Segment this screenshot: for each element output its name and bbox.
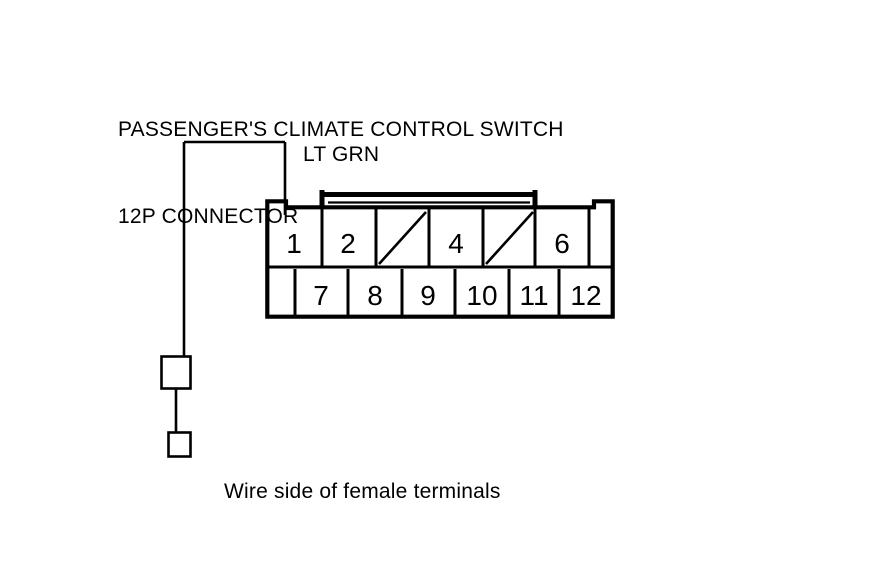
terminal-box-small (167, 431, 192, 458)
cavity-number-12: 12 (570, 280, 601, 311)
cavity-row-bottom: 7 8 9 10 11 12 (293, 269, 602, 315)
connector-outer-shell (265, 199, 615, 319)
diagram-caption: Wire side of female terminals (224, 480, 501, 503)
cavity-number-8: 8 (367, 280, 383, 311)
blocked-cavity-slash-5 (485, 211, 534, 265)
cavity-number-10: 10 (466, 280, 497, 311)
cavity-number-6: 6 (554, 228, 570, 259)
terminal-box-large (160, 355, 192, 390)
connector-latch-bracket (319, 190, 538, 207)
cavity-number-1: 1 (286, 228, 302, 259)
wire-color-label: LT GRN (303, 143, 380, 166)
cavity-number-2: 2 (340, 228, 356, 259)
cavity-number-9: 9 (420, 280, 436, 311)
cavity-number-7: 7 (313, 280, 329, 311)
connector-housing: 1 2 4 6 7 8 9 10 11 12 (265, 190, 615, 319)
wire-lead-group (182, 140, 287, 356)
cavity-row-top: 1 2 4 6 (267, 209, 613, 269)
diagram-title-line-1: PASSENGER'S CLIMATE CONTROL SWITCH (118, 118, 564, 141)
cavity-number-4: 4 (448, 228, 464, 259)
blocked-cavity-slash-3 (378, 211, 427, 265)
terminal-symbol-group (160, 355, 192, 458)
diagram-title: PASSENGER'S CLIMATE CONTROL SWITCH 12P C… (118, 57, 564, 289)
diagram-title-line-2: 12P CONNECTOR (118, 205, 299, 228)
cavity-number-11: 11 (519, 280, 548, 311)
